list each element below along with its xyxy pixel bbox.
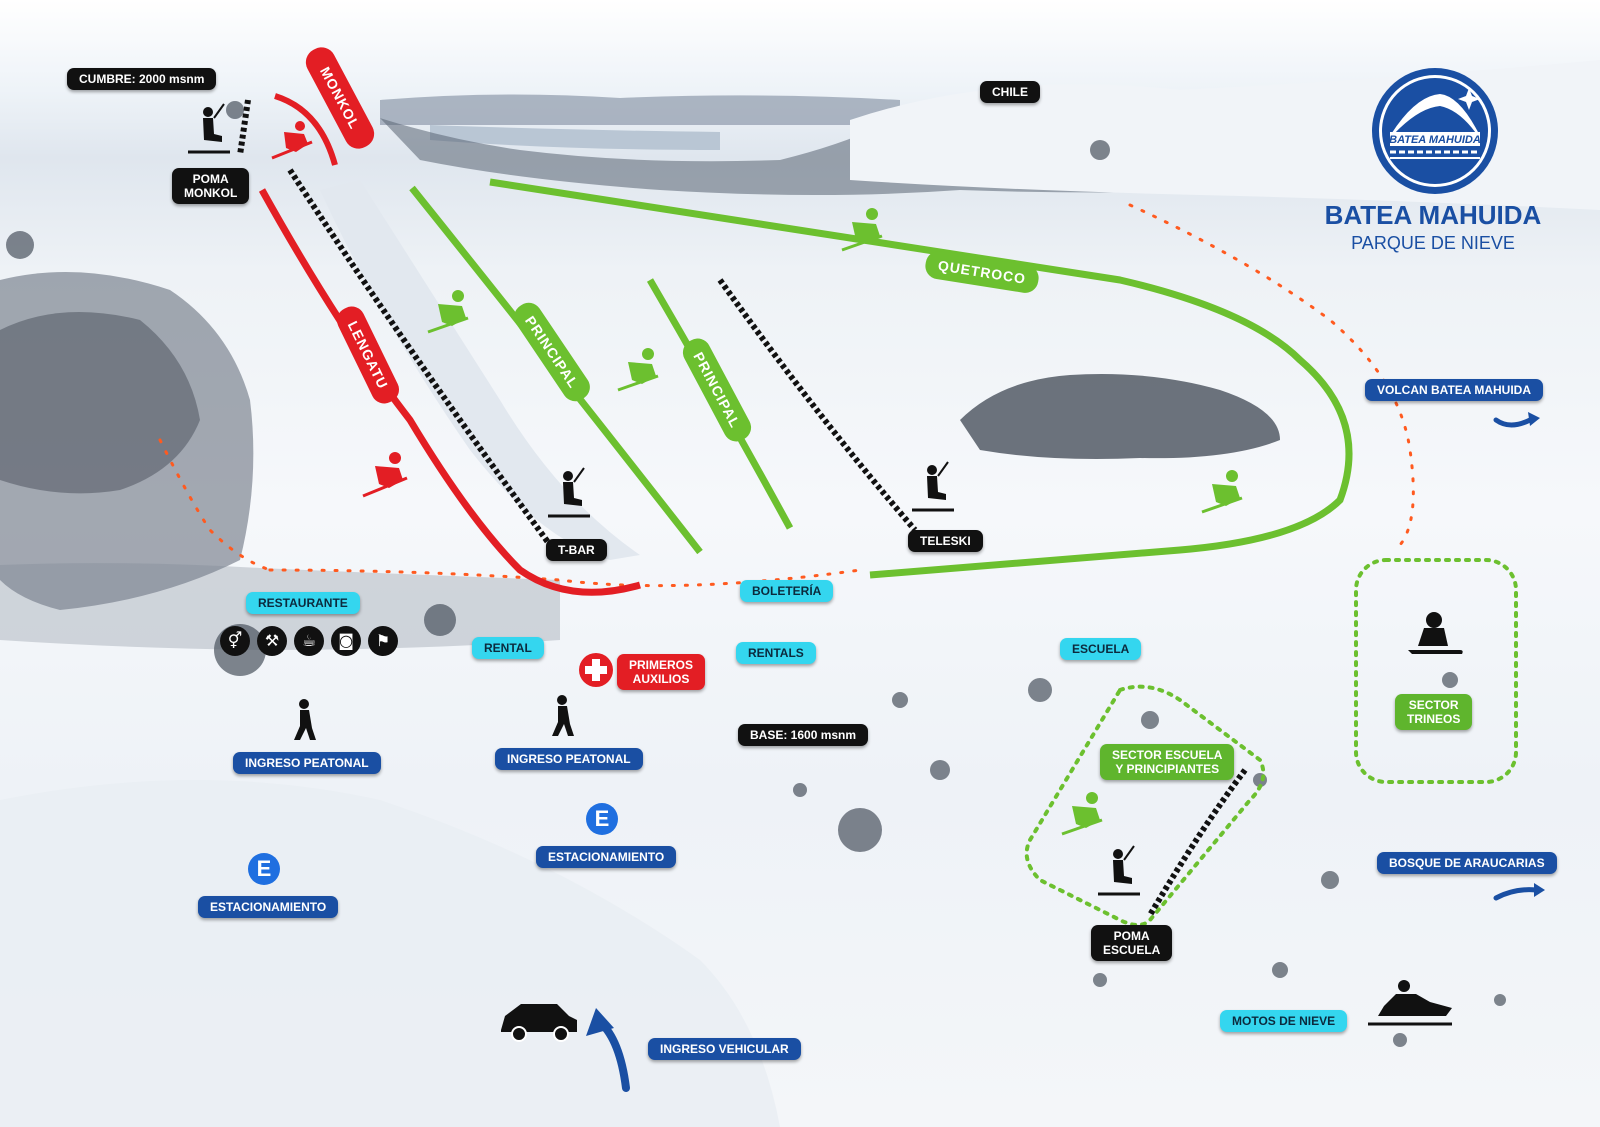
teleski-label: TELESKI [908,530,983,552]
lift-poma-escuela [1147,768,1248,917]
tree-cluster-center [960,374,1280,459]
left-forest [0,272,254,610]
tbar-label: T-BAR [546,539,607,561]
skier-icon [841,208,883,252]
car-icon [501,1004,577,1042]
estacionamiento-center-label: ESTACIONAMIENTO [536,846,677,868]
groomed-lane [320,180,640,560]
ingreso-peatonal-center-label: INGRESO PEATONAL [495,748,643,770]
boleteria-label: BOLETERÍA [740,580,834,602]
restroom-icon: ⚥ [220,626,250,656]
pedestrian-icon [552,695,574,736]
lake [430,125,720,150]
rental-label: RENTAL [472,637,544,659]
lift-rider-icon [188,103,230,154]
left-forest-dense [0,312,200,494]
escuela-label: ESCUELA [1060,638,1142,660]
lift-teleski [717,278,918,532]
estacionamiento-left-label: ESTACIONAMIENTO [198,896,339,918]
first-aid-icon [579,653,613,687]
poma-monkol-label: POMA MONKOL [172,168,250,204]
brand-title: BATEA MAHUIDA [1324,200,1542,230]
lift-lines [237,99,1248,917]
sector-trineos-label: SECTOR TRINEOS [1395,694,1473,730]
arrowhead-icon [586,1008,614,1036]
bosque-label: BOSQUE DE ARAUCARIAS [1377,852,1557,874]
pedestrian-icon [294,699,316,740]
trail-lengatu [258,188,641,596]
trail-plate-principal-2: PRINCIPAL [682,338,752,442]
scattered-trees [6,101,1506,1047]
primeros-auxilios-label: PRIMEROS AUXILIOS [617,654,706,690]
skier-icon [271,121,313,160]
logo-text: BATEA MAHUIDA [1389,134,1481,146]
chile-label: CHILE [980,81,1040,103]
sector-escuela-outline [1024,684,1266,927]
batea-mahuida-logo: BATEA MAHUIDA [1372,68,1498,194]
ingreso-peatonal-left-label: INGRESO PEATONAL [233,752,381,774]
lift-tbar [287,168,553,547]
ski-tracks [0,780,780,1127]
trail-monkol-arc [274,93,338,166]
snowmobile-icon [1368,980,1452,1026]
motos-label: MOTOS DE NIEVE [1220,1010,1348,1032]
trail-plate-principal-1: PRINCIPAL [514,302,590,402]
volcan-label: VOLCAN BATEA MAHUIDA [1365,379,1543,401]
skier-icon [362,452,408,498]
sled-icon [1408,612,1463,654]
restaurante-label: RESTAURANTE [246,592,360,614]
poma-escuela-label: POMA ESCUELA [1091,925,1173,961]
skier-icon [427,290,469,334]
camera-icon: ◙ [331,626,361,656]
lift-rider-icon [1098,845,1140,896]
parking-icon: E [586,803,618,835]
lift-rider-icon [912,461,954,512]
trail-quetroco [489,178,1353,579]
restaurant-icon: ⚒ [257,626,287,656]
sector-escuela-label: SECTOR ESCUELA Y PRINCIPIANTES [1100,744,1235,780]
ingreso-vehicular-label: INGRESO VEHICULAR [648,1038,801,1060]
trail-plate-monkol: MONKOL [305,47,375,149]
skier-icon [617,348,659,392]
parking-icon: E [248,853,280,885]
skier-icon [1061,792,1103,836]
star-icon [1458,88,1480,110]
rentals-label: RENTALS [736,642,816,664]
volcan-arrow-icon [1493,417,1533,428]
base-label: BASE: 1600 msnm [738,724,869,746]
trail-name-principal-1: PRINCIPAL [522,313,582,391]
skier-icon [1201,470,1243,514]
distant-ridge [380,94,900,125]
bosque-arrow-icon [1493,887,1539,901]
brand-subtitle: PARQUE DE NIEVE [1351,233,1515,253]
lift-poma-monkol [237,99,251,156]
hiking-icon: ⚑ [368,626,398,656]
summit-label: CUMBRE: 2000 msnm [67,68,217,90]
coffee-icon: ☕ [294,626,324,656]
sector-trineos-outline [1354,558,1518,784]
lift-rider-icon [548,467,590,518]
